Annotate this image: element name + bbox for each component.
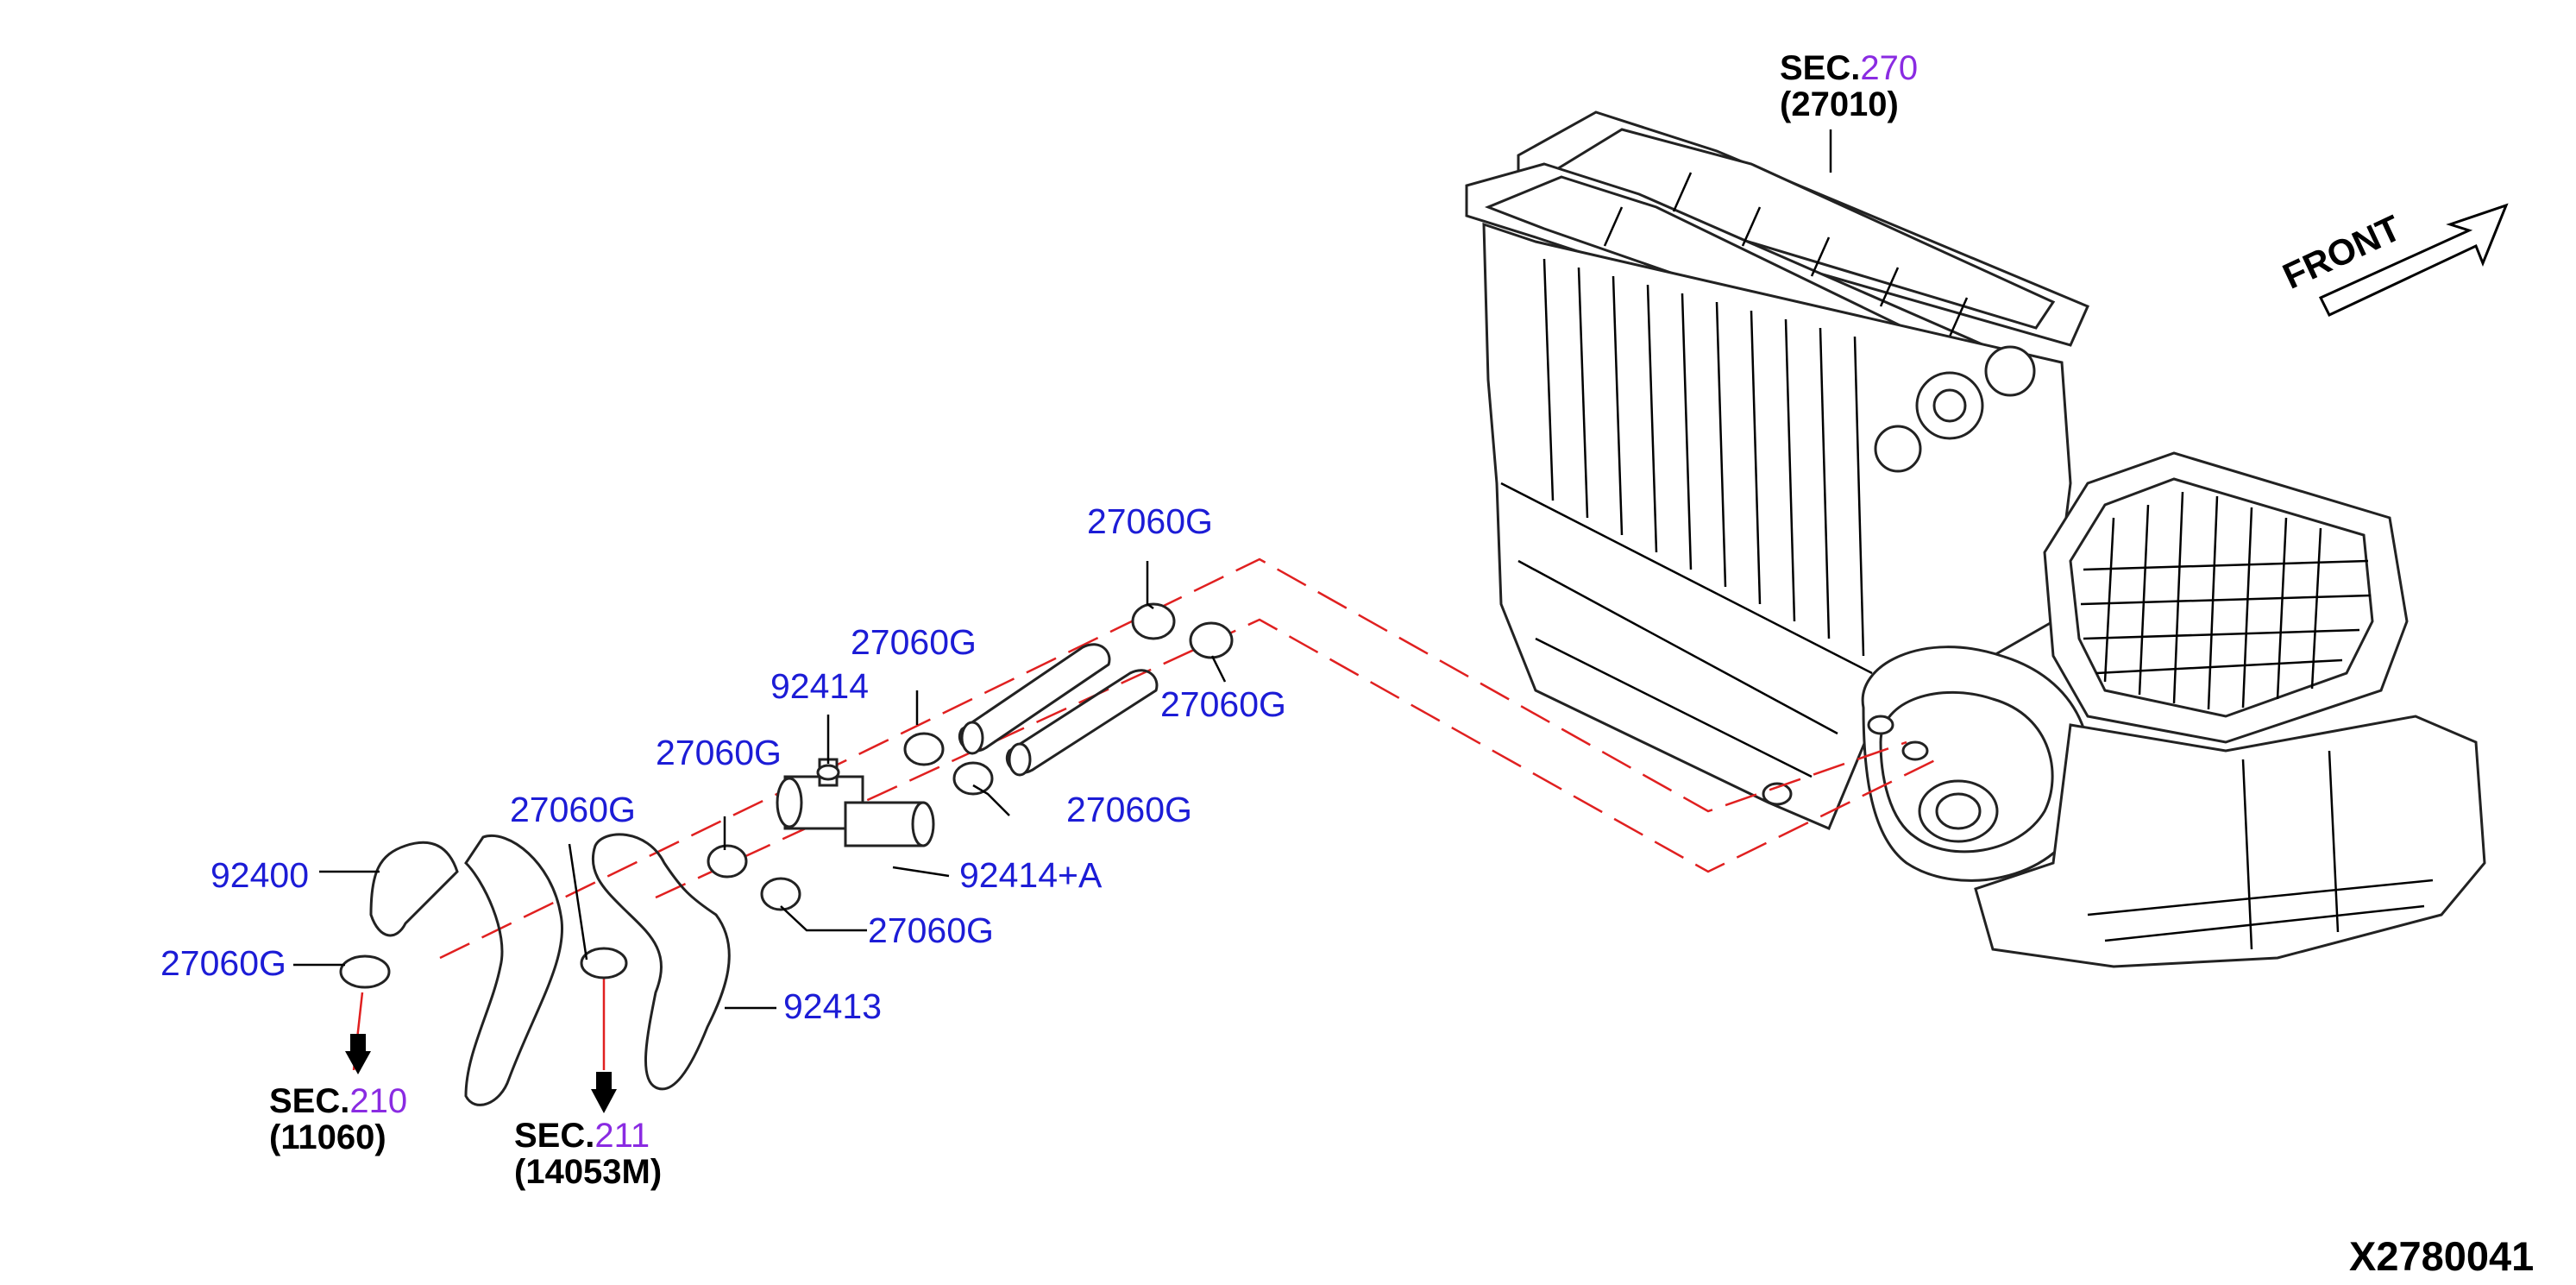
section-210-label: SEC.210 (11060) <box>269 1082 408 1156</box>
part-label-27060g-6[interactable]: 27060G <box>1066 790 1192 829</box>
clamp-2 <box>580 947 628 979</box>
part-label-27060g-4[interactable]: 27060G <box>868 910 994 950</box>
leader-lines <box>293 129 1832 1010</box>
mode-gear-2 <box>1984 345 2036 397</box>
part-label-27060g-1[interactable]: 27060G <box>160 943 286 983</box>
direction-arrows <box>345 203 2509 1113</box>
clamp-7 <box>1131 602 1176 640</box>
section-211-label: SEC.211 (14053M) <box>514 1117 663 1191</box>
blower-case <box>1974 715 2486 968</box>
part-label-92413[interactable]: 92413 <box>783 986 883 1026</box>
clamp-4 <box>760 877 801 911</box>
heater-unit-assembly <box>1465 110 2486 968</box>
clamp-1 <box>339 954 391 989</box>
part-label-92414[interactable]: 92414 <box>770 666 870 706</box>
pipe-lower <box>1005 669 1159 777</box>
pipe-upper <box>958 643 1111 755</box>
clamp-8 <box>1189 621 1234 659</box>
section-270-label: SEC.270 (27010) <box>1780 49 1919 123</box>
part-label-92400[interactable]: 92400 <box>210 855 310 895</box>
intake-grid <box>2080 491 2372 710</box>
valve-92414 <box>776 758 935 847</box>
clamps <box>339 602 1234 989</box>
mode-gear-3 <box>1874 425 1922 473</box>
clamp-6 <box>952 761 994 796</box>
clamp-5 <box>903 732 945 766</box>
part-label-27060g-2[interactable]: 27060G <box>510 790 636 829</box>
part-label-27060g-7[interactable]: 27060G <box>1087 501 1213 541</box>
hose-92400 <box>369 835 563 1106</box>
hose-92413 <box>591 833 731 1091</box>
clamp-3 <box>707 844 748 879</box>
part-label-27060g-3[interactable]: 27060G <box>656 733 782 772</box>
part-label-92414a[interactable]: 92414+A <box>959 855 1103 895</box>
part-label-27060g-8[interactable]: 27060G <box>1160 684 1286 724</box>
front-arrow-icon <box>2318 203 2509 317</box>
arrow-down-icon <box>345 1051 371 1074</box>
diagram-code: X2780041 <box>2349 1233 2535 1279</box>
arrow-down-icon-2 <box>591 1089 617 1113</box>
part-label-27060g-5[interactable]: 27060G <box>851 622 977 662</box>
